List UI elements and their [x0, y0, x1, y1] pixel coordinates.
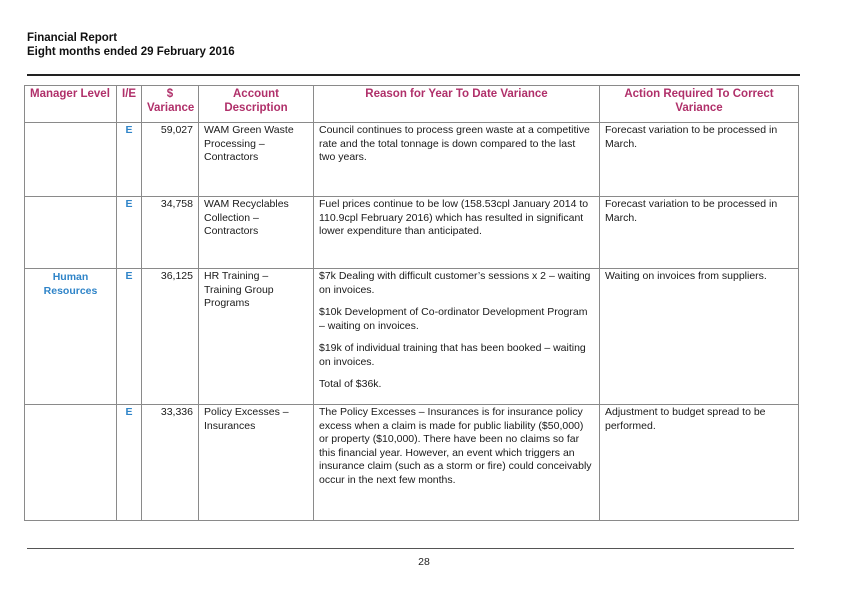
report-period: Eight months ended 29 February 2016	[27, 46, 235, 58]
page-number: 28	[418, 556, 430, 568]
reason-cell: $7k Dealing with difficult customer’s se…	[313, 268, 600, 405]
footer-rule	[27, 548, 794, 549]
reason-text: $10k Development of Co-ordinator Develop…	[319, 306, 588, 332]
reason-header: Reason for Year To Date Variance	[313, 85, 600, 123]
table-row: E 34,758 WAM Recyclables Collection – Co…	[24, 196, 799, 269]
variance-cell: 36,125	[141, 268, 199, 405]
ie-cell: E	[116, 122, 142, 197]
account-cell: WAM Green Waste Processing – Contractors	[198, 122, 314, 197]
variance-cell: 59,027	[141, 122, 199, 197]
action-cell: Adjustment to budget spread to be perfor…	[599, 404, 799, 521]
reason-text: $19k of individual training that has bee…	[319, 342, 586, 368]
reason-cell: Council continues to process green waste…	[313, 122, 600, 197]
account-cell: HR Training – Training Group Programs	[198, 268, 314, 405]
reason-text: Council continues to process green waste…	[319, 124, 590, 163]
manager-level-header: Manager Level	[24, 85, 117, 123]
reason-cell: The Policy Excesses – Insurances is for …	[313, 404, 600, 521]
action-cell: Forecast variation to be processed in Ma…	[599, 196, 799, 269]
manager-level-cell	[24, 122, 117, 197]
ie-cell: E	[116, 196, 142, 269]
ie-cell: E	[116, 268, 142, 405]
reason-cell: Fuel prices continue to be low (158.53cp…	[313, 196, 600, 269]
action-cell: Waiting on invoices from suppliers.	[599, 268, 799, 405]
reason-text: The Policy Excesses – Insurances is for …	[319, 406, 592, 486]
account-cell: Policy Excesses – Insurances	[198, 404, 314, 521]
header-rule	[27, 74, 800, 76]
table-row: Human Resources E 36,125 HR Training – T…	[24, 268, 799, 405]
table-row: E 59,027 WAM Green Waste Processing – Co…	[24, 122, 799, 197]
table-row: E 33,336 Policy Excesses – Insurances Th…	[24, 404, 799, 521]
account-cell: WAM Recyclables Collection – Contractors	[198, 196, 314, 269]
manager-level-cell	[24, 196, 117, 269]
manager-level-cell: Human Resources	[24, 268, 117, 405]
action-cell: Forecast variation to be processed in Ma…	[599, 122, 799, 197]
variance-cell: 33,336	[141, 404, 199, 521]
reason-text: $7k Dealing with difficult customer’s se…	[319, 270, 591, 296]
report-title: Financial Report	[27, 32, 118, 44]
reason-text: Total of $36k.	[319, 378, 382, 390]
manager-level-cell	[24, 404, 117, 521]
report-header: Financial Report Eight months ended 29 F…	[27, 31, 235, 59]
ie-header: I/E	[116, 85, 142, 123]
variance-header: $Variance	[141, 85, 199, 123]
reason-text: Fuel prices continue to be low (158.53cp…	[319, 198, 589, 237]
variance-cell: 34,758	[141, 196, 199, 269]
ie-cell: E	[116, 404, 142, 521]
